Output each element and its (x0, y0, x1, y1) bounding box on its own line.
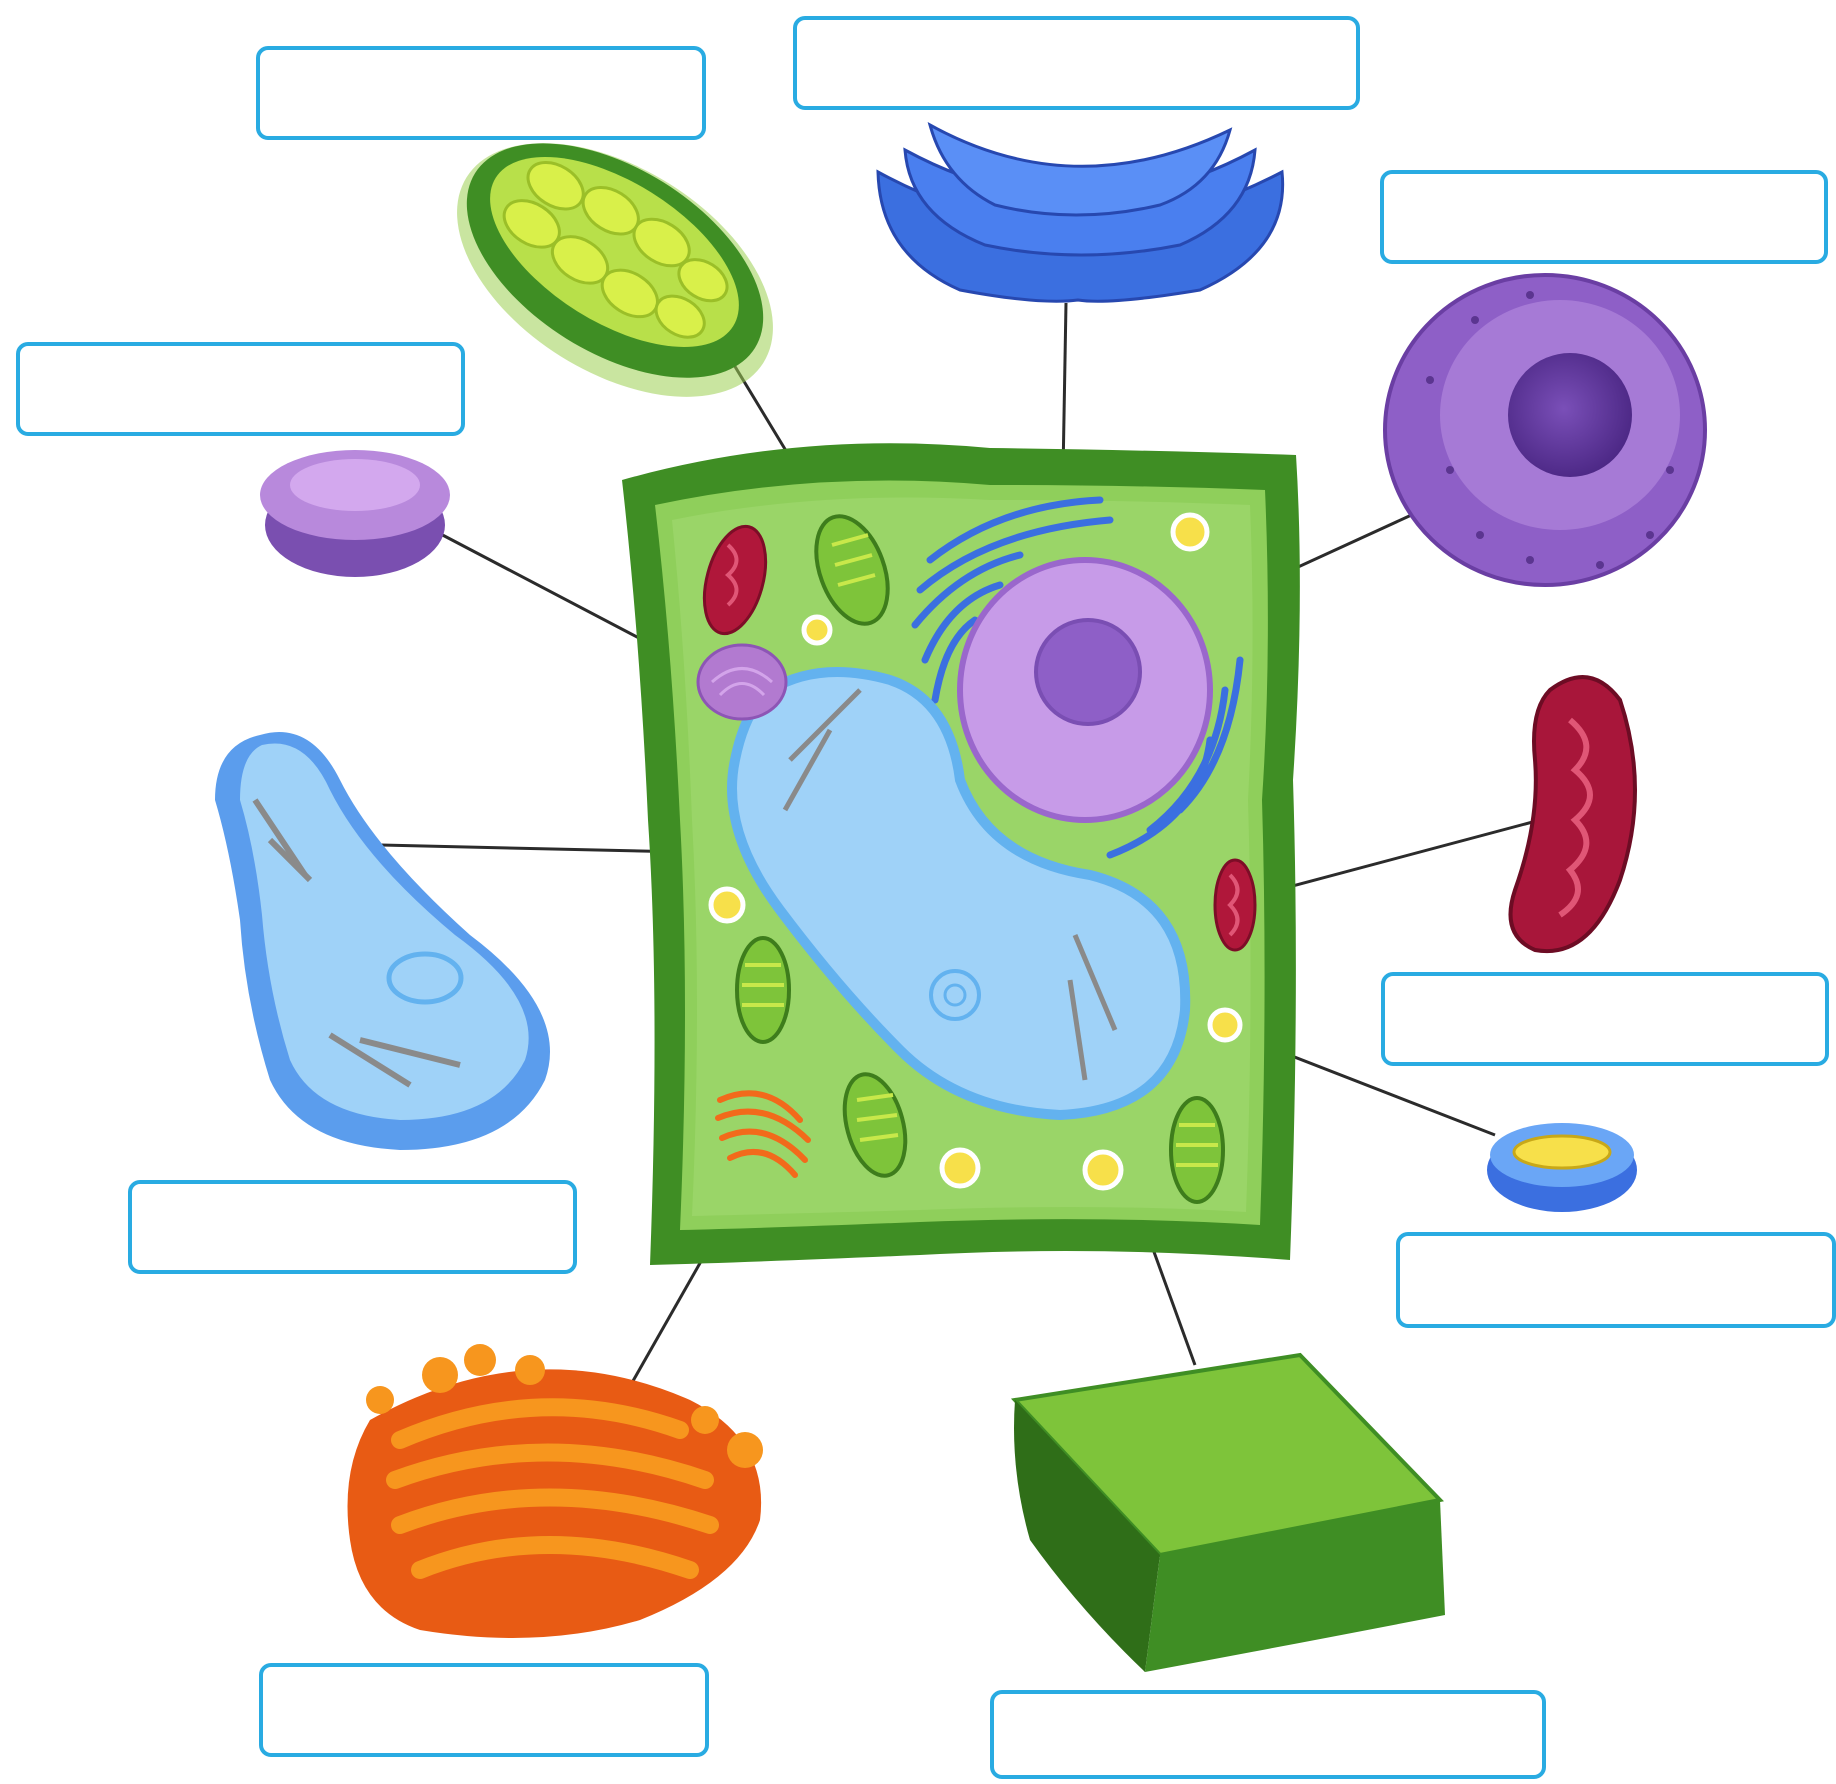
vacuole-illustration (215, 732, 550, 1150)
golgi-illustration (348, 1344, 764, 1638)
label-box-endoplasmic-reticulum[interactable] (793, 16, 1360, 110)
label-box-cell-wall[interactable] (990, 1690, 1546, 1779)
mitochondrion-illustration (1511, 677, 1636, 951)
label-box-golgi-apparatus[interactable] (259, 1663, 709, 1757)
label-box-vesicle[interactable] (1396, 1232, 1836, 1328)
nucleus-illustration (1385, 275, 1705, 585)
plant-cell (622, 443, 1300, 1265)
label-box-mitochondrion[interactable] (1381, 972, 1829, 1066)
label-box-golgi-vesicle[interactable] (16, 342, 465, 436)
er-illustration (878, 125, 1283, 301)
nucleolus (1036, 620, 1140, 724)
golgi-vesicle-illustration (260, 450, 450, 577)
cell-wall-illustration (1014, 1355, 1445, 1672)
label-box-chloroplast[interactable] (256, 46, 706, 140)
label-box-vacuole[interactable] (128, 1180, 577, 1274)
chloroplast-illustration (413, 91, 818, 449)
vesicle-illustration (1487, 1123, 1637, 1212)
label-box-nucleus[interactable] (1380, 170, 1828, 264)
